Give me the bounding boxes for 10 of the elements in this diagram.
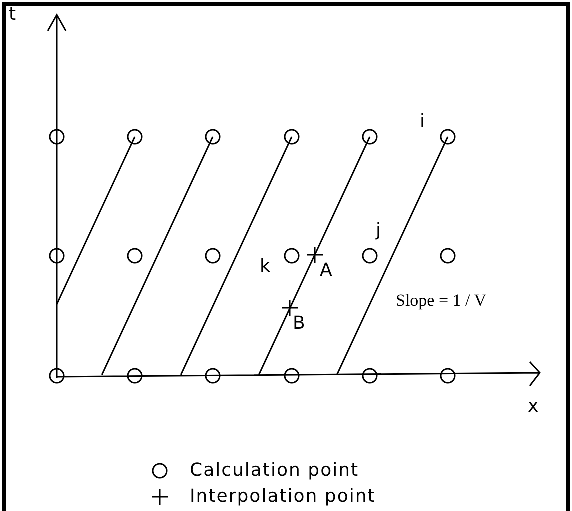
point-label: j	[376, 222, 382, 240]
slope-note: Slope = 1 / V	[396, 292, 487, 309]
point-label: i	[420, 113, 426, 131]
point-label: B	[293, 315, 306, 333]
legend-label: Interpolation point	[190, 488, 376, 506]
axis-label: x	[528, 398, 539, 416]
point-label: A	[320, 262, 332, 280]
axis-label: t	[9, 6, 16, 24]
point-label: k	[260, 258, 270, 276]
legend-label: Calculation point	[190, 462, 360, 480]
